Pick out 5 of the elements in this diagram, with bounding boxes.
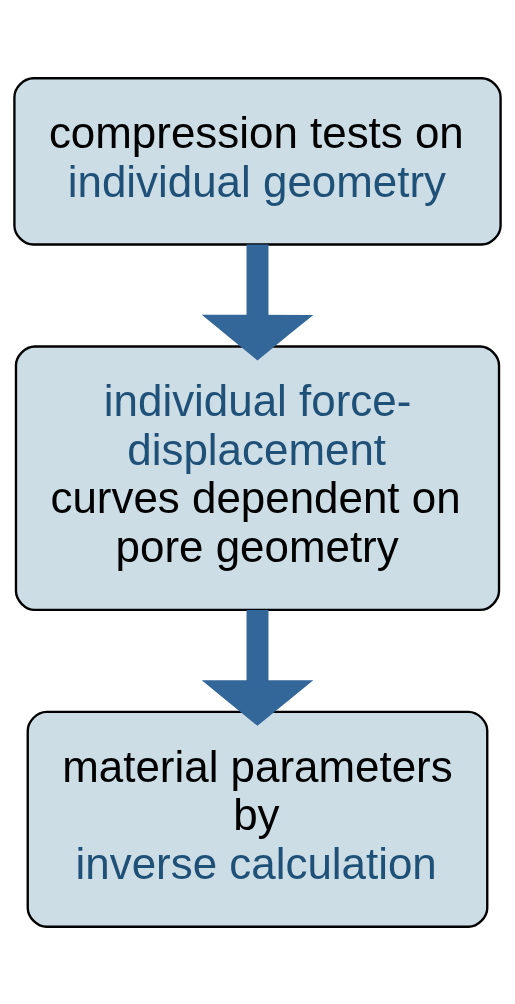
node-box: material parameters by inverse calculation [26, 710, 489, 928]
node-box: individual force-displacement curves dependent on pore geometry [14, 344, 501, 611]
node-box: compression tests on individual geometry [13, 76, 502, 246]
arrow [201, 244, 314, 360]
arrow [201, 609, 314, 726]
